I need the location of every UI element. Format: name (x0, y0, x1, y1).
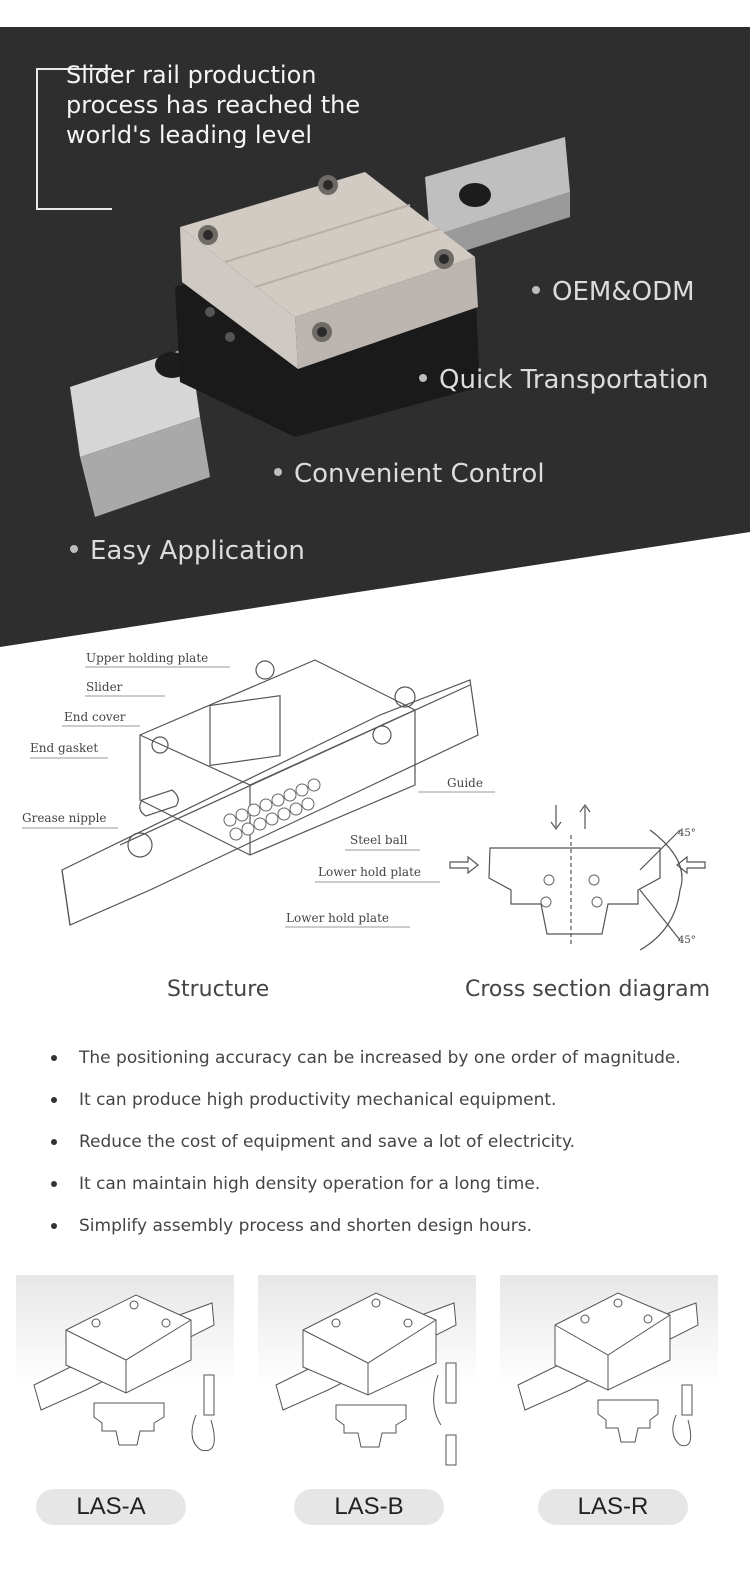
list-item: Reduce the cost of equipment and save a … (48, 1127, 728, 1169)
list-item: Simplify assembly process and shorten de… (48, 1211, 728, 1253)
guide-block-drawing (517, 1292, 699, 1447)
linear-guide-product-image (70, 137, 570, 517)
feature-convenient-control: Convenient Control (274, 459, 545, 489)
caption-cross-section: Cross section diagram (465, 977, 711, 1002)
feature-easy-application: Easy Application (70, 536, 305, 566)
guide-block-drawing (33, 1294, 215, 1452)
bullet-dot-icon (419, 373, 427, 382)
label-end-gasket: End gasket (30, 741, 99, 755)
model-image (500, 1275, 718, 1475)
label-guide: Guide (447, 776, 483, 790)
label-angle-bottom: 45° (678, 935, 696, 946)
title-bracket (36, 68, 112, 210)
model-image (258, 1275, 476, 1475)
model-image (16, 1275, 234, 1475)
label-upper-holding-plate: Upper holding plate (86, 651, 209, 665)
list-item: It can maintain high density operation f… (48, 1169, 728, 1211)
model-label: LAS-A (36, 1489, 186, 1525)
bullet-dot-icon (532, 285, 540, 294)
label-slider: Slider (86, 680, 123, 694)
label-lower-hold-plate: Lower hold plate (318, 865, 422, 879)
list-item: The positioning accuracy can be increase… (48, 1043, 728, 1085)
model-label: LAS-B (294, 1489, 444, 1525)
structure-diagram-section: Upper holding plate Slider End cover End… (0, 640, 750, 1002)
bullet-dot-icon (274, 467, 282, 476)
feature-list: The positioning accuracy can be increase… (48, 1043, 728, 1253)
label-grease-nipple: Grease nipple (22, 811, 107, 825)
label-end-cover: End cover (64, 710, 126, 724)
structure-line-drawing (22, 659, 706, 951)
label-angle-top: 45° (678, 828, 696, 839)
hero-banner: Slider rail production process has reach… (0, 27, 750, 657)
hero-title: Slider rail production process has reach… (66, 61, 361, 149)
model-card-las-r: LAS-R (500, 1275, 718, 1545)
bullet-dot-icon (70, 544, 78, 553)
label-lower-hold-plate: Lower hold plate (286, 911, 390, 925)
caption-structure: Structure (167, 977, 270, 1002)
model-card-las-a: LAS-A (16, 1275, 234, 1545)
guide-block-drawing (275, 1292, 457, 1466)
label-steel-ball: Steel ball (350, 833, 408, 847)
model-card-las-b: LAS-B (258, 1275, 476, 1545)
list-item: It can produce high productivity mechani… (48, 1085, 728, 1127)
feature-quick-transportation: Quick Transportation (419, 365, 709, 395)
feature-oem-odm: OEM&ODM (532, 277, 695, 307)
model-label: LAS-R (538, 1489, 688, 1525)
